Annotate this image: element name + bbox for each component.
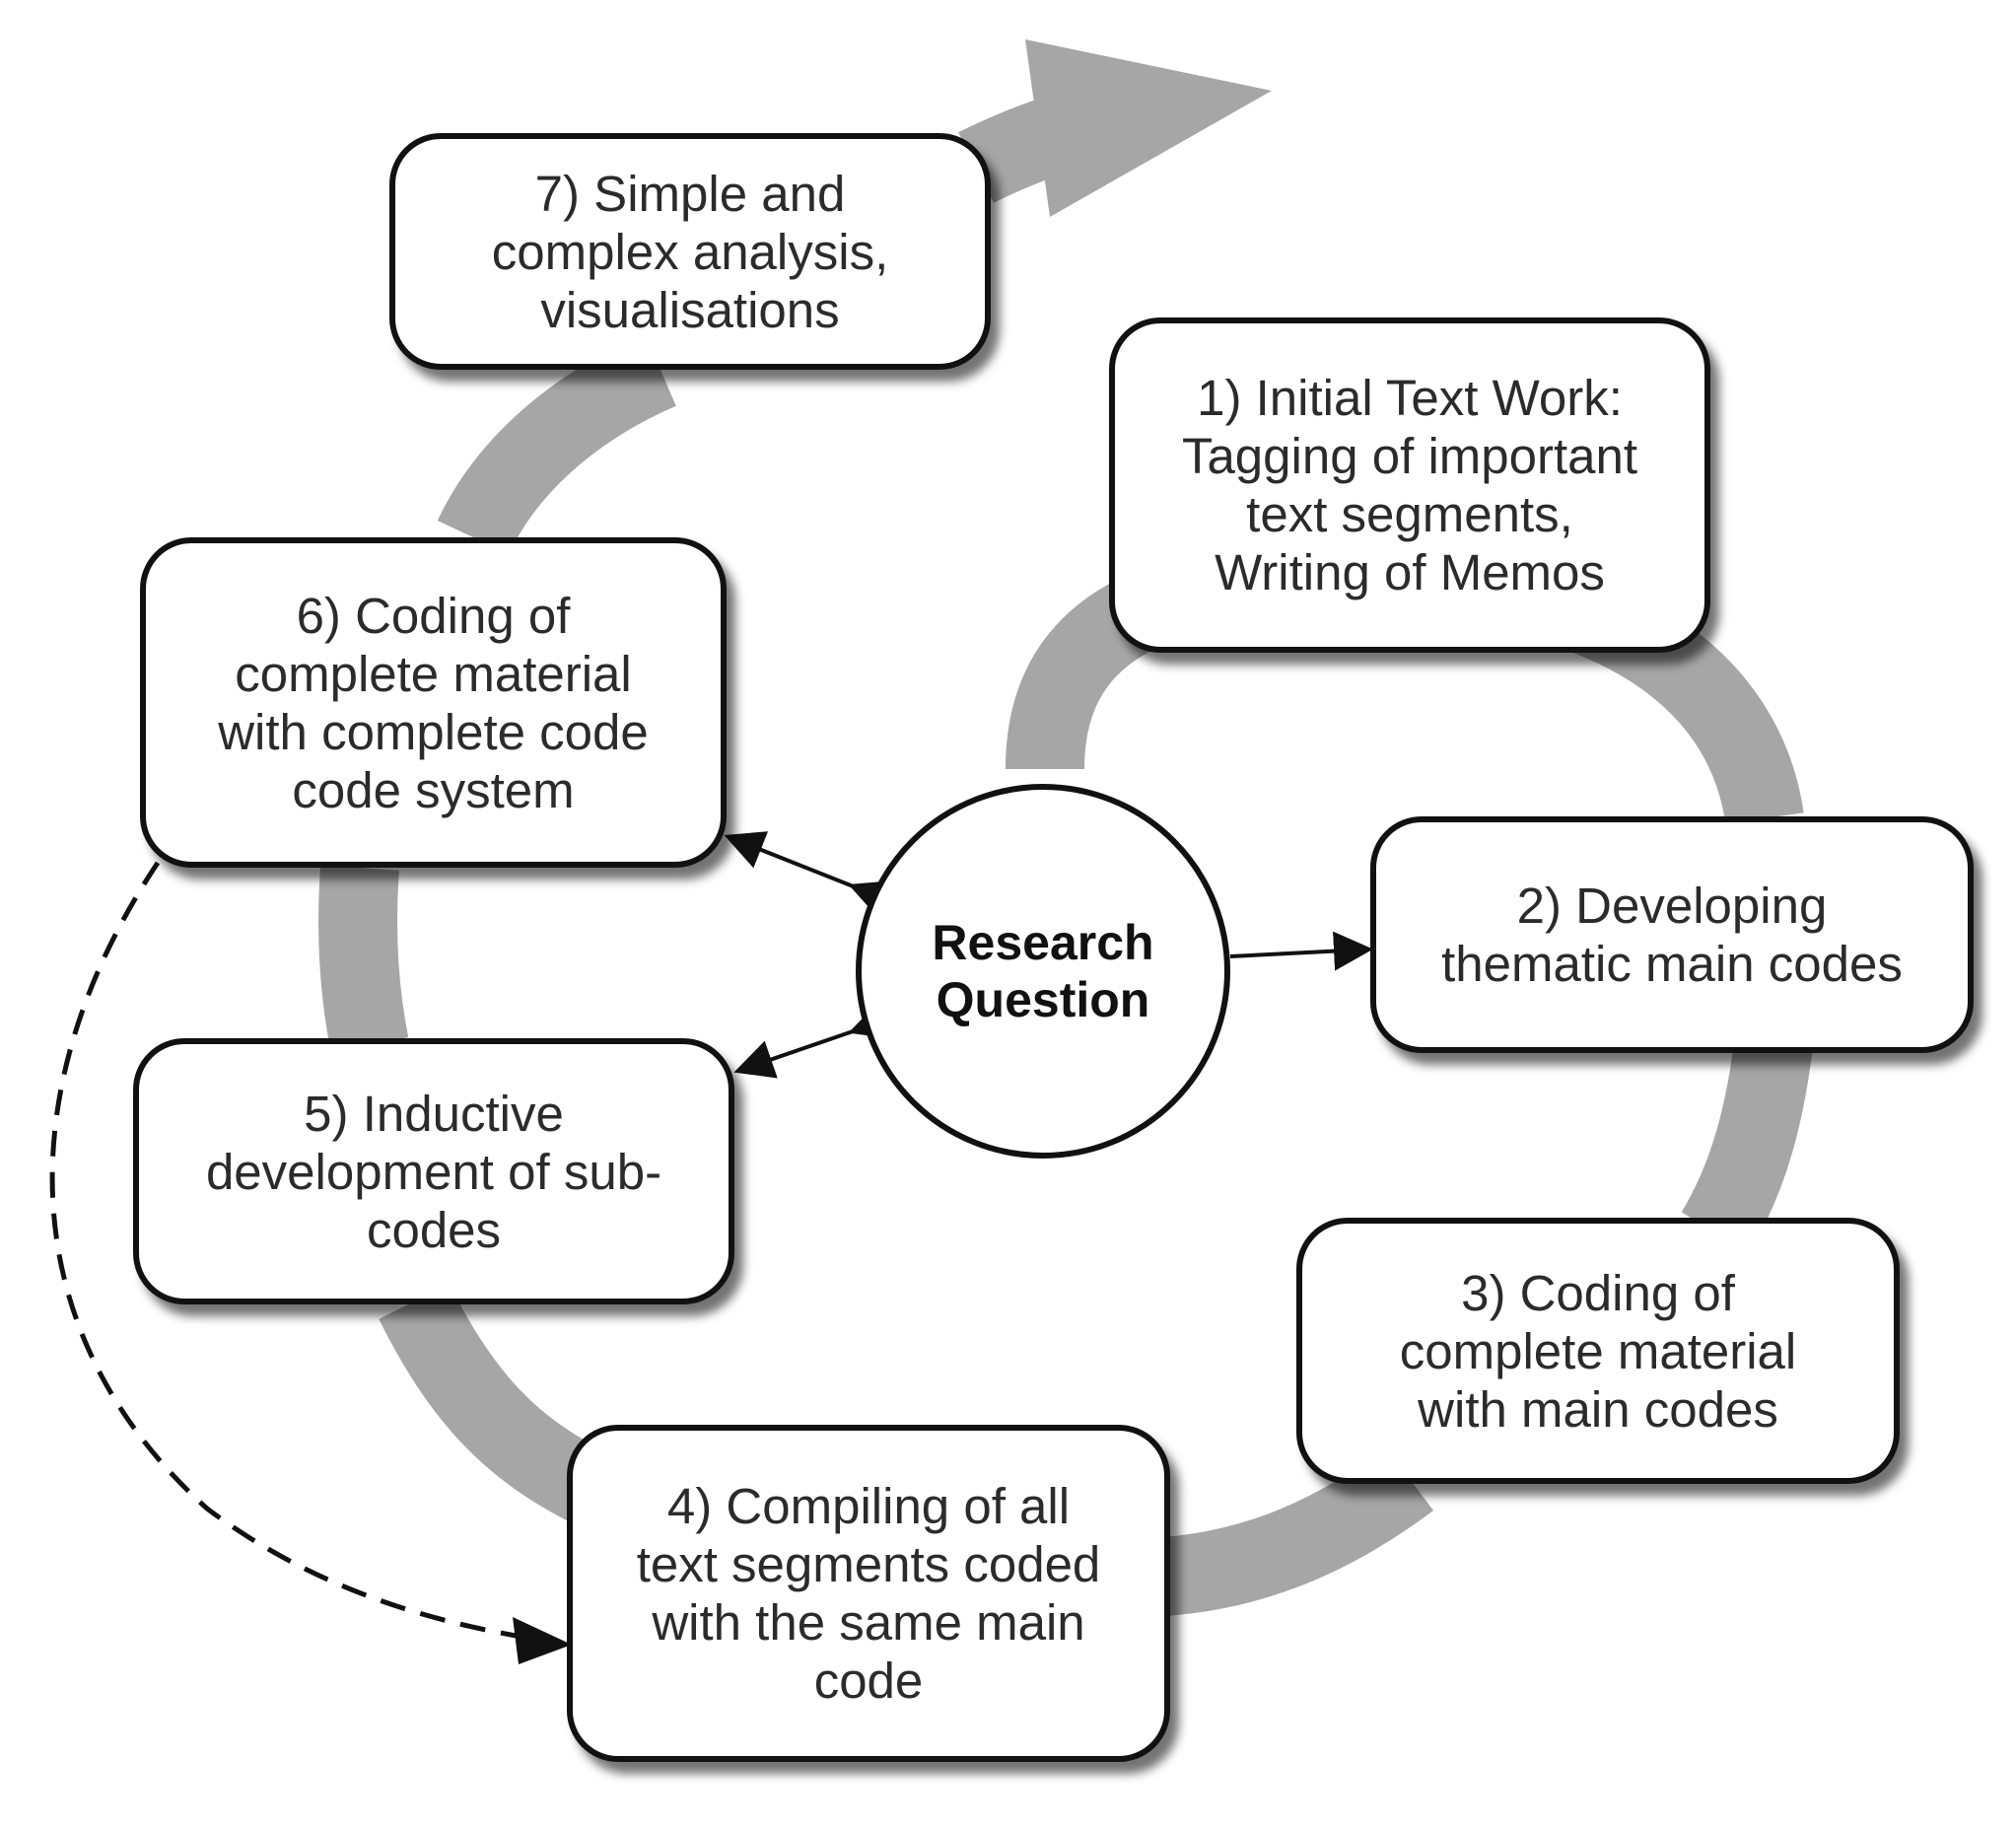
step-7-label: 7) Simple and complex analysis, visualis… <box>491 165 889 338</box>
step-2-label: 2) Developing thematic main codes <box>1441 878 1903 992</box>
step-box-6: 6) Coding of complete material with comp… <box>140 537 727 868</box>
step-box-7: 7) Simple and complex analysis, visualis… <box>389 133 991 370</box>
step-1-label: 1) Initial Text Work: Tagging of importa… <box>1181 370 1638 600</box>
flow-band-bottom <box>1133 1446 1433 1617</box>
flow-band-bottom-left <box>379 1283 610 1524</box>
step-6-label: 6) Coding of complete material with comp… <box>218 587 649 818</box>
step-5-label: 5) Inductive development of sub- codes <box>205 1085 662 1258</box>
step-box-4: 4) Compiling of all text segments coded … <box>567 1425 1170 1762</box>
step-4-label: 4) Compiling of all text segments coded … <box>636 1478 1101 1709</box>
flow-band-left <box>318 865 409 1053</box>
arrow-center-to-box5 <box>733 1001 892 1079</box>
step-box-5: 5) Inductive development of sub- codes <box>133 1038 734 1304</box>
exit-arrowhead <box>1025 39 1272 217</box>
dashed-arrowhead <box>513 1617 572 1664</box>
step-box-1: 1) Initial Text Work: Tagging of importa… <box>1109 317 1710 653</box>
step-box-2: 2) Developing thematic main codes <box>1370 816 1974 1053</box>
step-box-3: 3) Coding of complete material with main… <box>1296 1218 1900 1484</box>
arrow-center-to-box2 <box>1229 931 1373 971</box>
flow-band-upper-left <box>437 333 677 555</box>
research-question-circle: Research Question <box>856 784 1230 1159</box>
step-3-label: 3) Coding of complete material with main… <box>1399 1264 1797 1438</box>
dashed-arrow-6-to-4 <box>49 861 553 1645</box>
arrow-center-to-box6 <box>724 831 893 918</box>
research-question-label: Research Question <box>932 915 1154 1027</box>
flow-band-right <box>1681 1030 1814 1253</box>
